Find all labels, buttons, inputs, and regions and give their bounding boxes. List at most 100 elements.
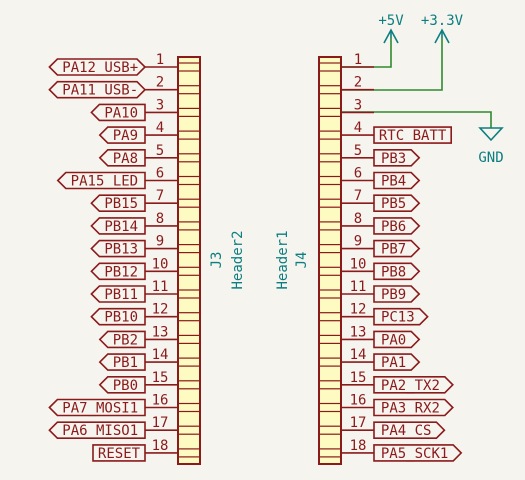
j3-pin-pad <box>177 198 201 208</box>
j4-pin-number: 6 <box>354 166 362 182</box>
j3-net-label-shape[interactable] <box>90 285 146 303</box>
j3-pin-pad <box>177 107 201 118</box>
power-symbol-3v3[interactable]: +3.3V <box>341 13 464 91</box>
j4-net-label-shape[interactable] <box>373 330 421 349</box>
j3-pin-number: 3 <box>156 97 164 113</box>
j4-pin-number: 9 <box>354 234 362 250</box>
j3-net-label-shape[interactable] <box>90 103 146 122</box>
j4-net-label-shape[interactable] <box>373 285 421 303</box>
j4-pin-number: 5 <box>354 143 362 159</box>
j3-net-label-shape[interactable] <box>48 421 146 440</box>
j4-net-label-shape[interactable] <box>373 307 429 326</box>
j4-pin-number: 2 <box>354 75 362 91</box>
j4-pin-pad <box>318 425 342 435</box>
j4-net-label-shape[interactable] <box>373 262 421 281</box>
j4-net-label-text: PB7 <box>381 242 406 258</box>
j3-pin-pad <box>177 244 201 254</box>
j3-net-label-shape[interactable] <box>90 194 146 212</box>
j3-net-label-shape[interactable] <box>90 217 146 235</box>
j3-net-label-text: PB0 <box>113 378 138 394</box>
j3-pin-pad <box>177 85 201 95</box>
j4-pin-pad <box>318 312 342 322</box>
j3-pin-pad <box>177 153 201 163</box>
j3-pin-pad <box>177 380 201 390</box>
j3-net-label-shape[interactable] <box>98 375 146 394</box>
j4-pin-number: 3 <box>354 97 362 113</box>
j3-pin-pad <box>177 221 201 231</box>
j4-pin-number: 10 <box>350 256 367 272</box>
j3-net-label-shape[interactable] <box>90 239 146 258</box>
j4-pin-pad <box>318 85 342 95</box>
j4-pin-number: 12 <box>350 302 367 318</box>
j3-pin-number: 12 <box>152 302 169 318</box>
j3-net-label-shape[interactable] <box>92 444 146 462</box>
j4-net-label-text: PB8 <box>381 264 406 280</box>
j4-net-label-shape[interactable] <box>373 194 421 212</box>
j4-net-label-text: PB5 <box>381 196 406 212</box>
j3-pin-number: 7 <box>156 188 164 204</box>
j3-pin-number: 4 <box>156 120 164 136</box>
j3-net-label-shape[interactable] <box>56 171 146 190</box>
j4-net-labels: RTC_BATTPB3PB4PB5PB6PB7PB8PB9PC13PA0PA1P… <box>373 126 463 462</box>
j3-pin-number: 14 <box>152 347 169 363</box>
j3-net-label-text: PA7_MOSI1 <box>62 401 138 417</box>
j4-pin-pad <box>318 130 342 140</box>
j4-net-label-shape[interactable] <box>373 217 421 235</box>
j4-net-label-shape[interactable] <box>373 171 421 190</box>
j4-net-label-text: PA0 <box>381 332 406 348</box>
j4-net-label-text: PA5_SCK1 <box>381 446 448 462</box>
j3-pin-number: 6 <box>156 166 164 182</box>
j3-pin-pad <box>177 448 201 458</box>
j3-net-label-shape[interactable] <box>98 149 146 167</box>
j3-net-label-shape[interactable] <box>98 353 146 371</box>
j4-net-label-text: PA1 <box>381 355 406 371</box>
j3-net-label-shape[interactable] <box>98 126 146 144</box>
j4-pin-pad <box>318 266 342 276</box>
j3-net-label-shape[interactable] <box>48 58 147 76</box>
j4-net-label-shape[interactable] <box>373 126 453 144</box>
j3-net-label-text: RESET <box>98 446 141 462</box>
j4-net-label-shape[interactable] <box>373 353 421 371</box>
j4-pin-number: 18 <box>350 438 367 454</box>
j4-net-label-shape[interactable] <box>373 444 463 462</box>
j4-pin-number: 15 <box>350 370 367 386</box>
j3-pin-pad <box>177 312 201 322</box>
power-symbol-gnd[interactable]: GND <box>341 111 504 166</box>
j4-pin-pad <box>318 402 342 413</box>
j3-net-label-shape[interactable] <box>48 80 147 99</box>
j3-net-label-shape[interactable] <box>90 307 146 326</box>
j4-net-label-text: PB4 <box>381 174 406 190</box>
j3-pin-number: 15 <box>152 370 169 386</box>
j4-net-label-text: PB3 <box>381 151 406 167</box>
j3-net-label-shape[interactable] <box>98 330 146 349</box>
j3-pin-pad <box>177 425 201 435</box>
j4-pin-number: 4 <box>354 120 362 136</box>
j4-net-label-shape[interactable] <box>373 149 421 167</box>
j3-pin-number: 17 <box>152 415 169 431</box>
j4-net-label-shape[interactable] <box>373 421 446 440</box>
j4-net-label-shape[interactable] <box>373 239 421 258</box>
j3-net-label-text: PA12_USB+ <box>62 60 138 76</box>
j4-net-label-text: PB9 <box>381 287 406 303</box>
j4-net-label-text: PA4_CS <box>381 423 432 439</box>
power-symbol-5v[interactable]: +5V <box>341 13 404 68</box>
j3-pin-pad <box>177 130 201 140</box>
j4-net-label-text: PA2_TX2 <box>381 378 440 394</box>
plus5v-label: +5V <box>378 13 404 29</box>
j4-net-label-text: RTC_BATT <box>379 128 447 144</box>
j3-net-label-shape[interactable] <box>90 262 146 281</box>
j3-body[interactable] <box>177 56 201 465</box>
j3-pin-number: 5 <box>156 143 164 159</box>
j3-net-labels: PA12_USB+PA11_USB-PA10PA9PA8PA15_LEDPB15… <box>48 58 147 462</box>
j3-pin-number: 8 <box>156 211 164 227</box>
j3-net-label-text: PB14 <box>104 219 138 235</box>
j3-pin-number: 13 <box>152 324 169 340</box>
j3-net-label-text: PA8 <box>113 151 138 167</box>
j3-net-label-text: PA9 <box>113 128 138 144</box>
j3-pin-pad <box>177 357 201 367</box>
j4-body[interactable] <box>318 56 342 465</box>
j4-net-label-shape[interactable] <box>373 398 454 417</box>
j3-net-label-shape[interactable] <box>48 398 146 417</box>
j4-net-label-shape[interactable] <box>373 375 454 394</box>
j3-pin-number: 1 <box>156 52 164 68</box>
